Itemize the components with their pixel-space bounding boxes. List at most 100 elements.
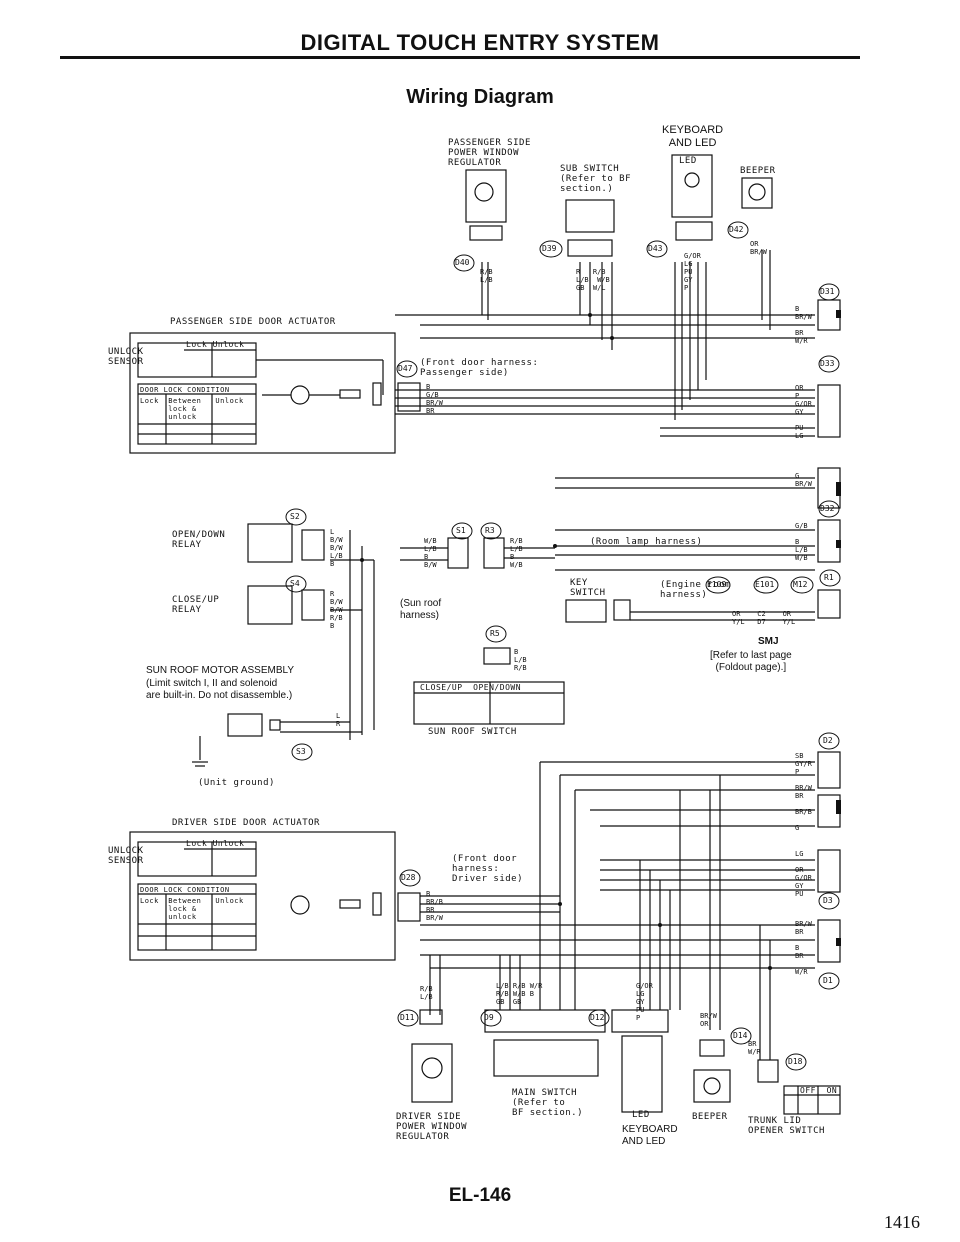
diagram-subtitle: Wiring Diagram — [406, 86, 554, 108]
wire-codes-d39: R R/B L/B W/B GB W/L — [576, 268, 610, 292]
dlc-table — [137, 383, 257, 445]
wire-codes-right-d32: G/B B L/B W/B — [795, 522, 808, 562]
conn-s3: S3 — [296, 747, 306, 756]
keyboard-led-bottom-label: KEYBOARD AND LED — [622, 1124, 678, 1147]
sub-switch-label: SUB SWITCH (Refer to BF section.) — [560, 164, 632, 194]
wire-codes-right-d2: SB GY/R P BR/W BR BR/B G — [795, 752, 812, 832]
wire-codes-d18: BR W/R — [748, 1040, 761, 1056]
title-rule — [60, 56, 860, 59]
sunroof-switch-header: CLOSE/UP OPEN/DOWN — [420, 683, 522, 692]
close-up-relay-box — [247, 585, 293, 625]
conn-d28: D28 — [401, 873, 416, 882]
wire-codes-s1: W/B L/B B B/W — [424, 537, 437, 569]
wire-codes-drv-door: B BR/B BR BR/W — [426, 890, 443, 922]
conn-e101: E101 — [755, 580, 775, 589]
beeper-bottom-label: BEEPER — [692, 1112, 728, 1122]
wire-codes-d11: R/B L/B — [420, 985, 433, 1001]
conn-d39: D39 — [542, 244, 557, 253]
sunroof-motor-label: SUN ROOF MOTOR ASSEMBLY — [146, 665, 294, 676]
conn-d47: D47 — [398, 364, 413, 373]
keyboard-led-top-label: KEYBOARD AND LED — [662, 124, 724, 149]
pass-lock-unlock-header: Lock Unlock — [186, 340, 245, 349]
conn-d11: D11 — [400, 1013, 415, 1022]
conn-r3: R3 — [485, 526, 495, 535]
led-bottom-label: LED — [632, 1110, 650, 1120]
driver-window-regulator-label: DRIVER SIDE POWER WINDOW REGULATOR — [396, 1112, 468, 1142]
beeper-bottom-box — [693, 1069, 731, 1103]
pass-actuator-motor — [290, 385, 310, 405]
wire-codes-d14: BR/W OR — [700, 1012, 717, 1028]
conn-d43: D43 — [648, 244, 663, 253]
led-box-bottom — [621, 1035, 663, 1113]
led-box-top — [671, 154, 713, 218]
conn-m12: M12 — [793, 580, 808, 589]
wire-codes-right-d33: OR P G/OR GY PU LG — [795, 384, 812, 440]
wire-codes-right-mid: G BR/W — [795, 472, 812, 488]
front-door-driver-harness: (Front door harness: Driver side) — [452, 854, 524, 884]
drv-unlock-sensor-label: UNLOCK SENSOR — [108, 846, 144, 866]
trunk-lid-label: TRUNK LID OPENER SWITCH — [748, 1116, 825, 1136]
sun-roof-harness: (Sun roof harness) — [400, 598, 442, 621]
wire-codes-r5: B L/B R/B — [514, 648, 527, 672]
wire-codes-d42: OR BR/W — [750, 240, 767, 256]
open-down-relay-box — [247, 523, 293, 563]
main-switch-label: MAIN SWITCH (Refer to BF section.) — [512, 1088, 584, 1118]
driver-door-actuator-label: DRIVER SIDE DOOR ACTUATOR — [172, 818, 320, 828]
room-lamp-harness: (Room lamp harness) — [590, 537, 703, 547]
conn-r1: R1 — [824, 573, 834, 582]
main-switch-box — [493, 1039, 599, 1077]
wire-codes-pass-door: B G/B BR/W BR — [426, 383, 443, 415]
conn-d40: D40 — [455, 258, 470, 267]
wire-codes-d12: G/OR LG GY PU P — [636, 982, 653, 1022]
wire-codes-smj: OR C2 OR Y/L D7 Y/L — [732, 610, 796, 626]
conn-d42: D42 — [729, 225, 744, 234]
sunroof-motor-note: (Limit switch I, II and solenoid are bui… — [146, 678, 293, 701]
smj-label: SMJ — [758, 636, 779, 647]
pass-actuator-box — [129, 332, 396, 454]
drv-dlc-header: DOOR LOCK CONDITION — [140, 886, 230, 894]
wire-codes-d9: L/B R/B W/R R/B W/B B GB GB — [496, 982, 543, 1006]
conn-d1: D1 — [823, 976, 833, 985]
key-switch-label: KEY SWITCH — [570, 578, 606, 598]
wire-codes-right-d3: LG OR G/OR GY PU — [795, 850, 812, 898]
trunk-switch-table — [783, 1085, 841, 1115]
sunroof-switch-table — [413, 681, 565, 725]
pass-dlc-columns: Lock Between Unlock lock & unlock — [140, 397, 244, 421]
conn-d3: D3 — [823, 896, 833, 905]
unit-ground-label: (Unit ground) — [198, 778, 275, 788]
sunroof-switch-label: SUN ROOF SWITCH — [428, 727, 517, 737]
pass-unlock-sensor-label: UNLOCK SENSOR — [108, 347, 144, 367]
front-door-pass-harness: (Front door harness: Passenger side) — [420, 358, 539, 378]
beeper-top-box — [741, 177, 773, 209]
conn-s1: S1 — [456, 526, 466, 535]
drv-lock-unlock-header: Lock Unlock — [186, 839, 245, 848]
beeper-top-label: BEEPER — [740, 166, 776, 176]
conn-d32: D32 — [820, 504, 835, 513]
wire-codes-r3: R/B L/B B W/B — [510, 537, 523, 569]
pass-dlc-header: DOOR LOCK CONDITION — [140, 386, 230, 394]
conn-d9: D9 — [484, 1013, 494, 1022]
conn-r5: R5 — [490, 629, 500, 638]
conn-s2: S2 — [290, 512, 300, 521]
conn-e109: E109 — [707, 580, 727, 589]
wire-codes-right-top: B BR/W BR W/R — [795, 305, 812, 345]
conn-d12: D12 — [590, 1013, 605, 1022]
page-title: DIGITAL TOUCH ENTRY SYSTEM — [300, 30, 660, 55]
pass-door-actuator-label: PASSENGER SIDE DOOR ACTUATOR — [170, 317, 336, 327]
conn-d31: D31 — [820, 287, 835, 296]
page-number: 1416 — [884, 1212, 920, 1232]
close-up-relay-label: CLOSE/UP RELAY — [172, 595, 220, 615]
open-down-relay-label: OPEN/DOWN RELAY — [172, 530, 226, 550]
conn-d18: D18 — [788, 1057, 803, 1066]
trunk-off-on-header: OFF ON — [800, 1086, 838, 1095]
wire-codes-right-d1: BR/W BR B BR W/R — [795, 920, 812, 976]
conn-d2: D2 — [823, 736, 833, 745]
engine-room-harness: (Engine room harness) — [660, 580, 732, 600]
wire-codes-od-relay: L B/W B/W L/B B — [330, 528, 343, 568]
conn-d14: D14 — [733, 1031, 748, 1040]
led-top-label: LED — [679, 156, 697, 166]
conn-s4: S4 — [290, 579, 300, 588]
drv-dlc-columns: Lock Between Unlock lock & unlock — [140, 897, 244, 921]
drv-actuator-box — [129, 831, 396, 961]
